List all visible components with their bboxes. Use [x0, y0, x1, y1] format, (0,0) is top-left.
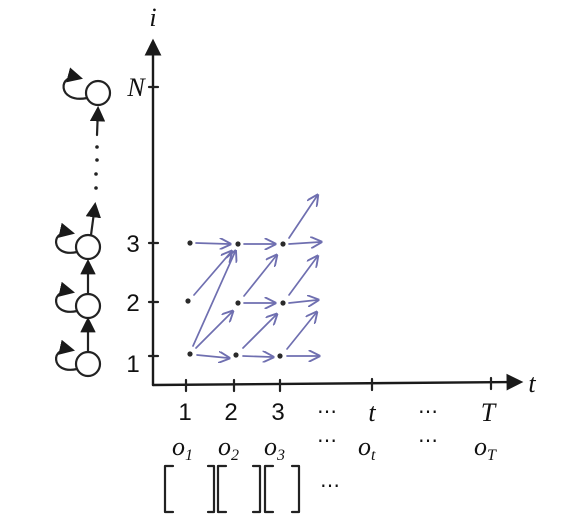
- state-label-1: 1: [126, 351, 139, 378]
- time-label-1: 1: [178, 399, 191, 426]
- self-loop-2: [55, 281, 79, 313]
- transition-arrow: [195, 243, 229, 244]
- self-loop-3: [55, 222, 79, 254]
- vector-ellipsis: ⋯: [320, 475, 340, 497]
- state-label-2: 2: [126, 290, 139, 317]
- time-label-ellipsis-2: ⋯: [418, 401, 438, 423]
- obs-label-t: ot: [358, 432, 376, 464]
- horizontal-axis-label: t: [528, 369, 536, 398]
- trellis-node-t2-s2: [235, 300, 241, 306]
- chain-dot: [95, 158, 99, 162]
- chain-dot: [95, 145, 99, 149]
- time-label-ellipsis-1: ⋯: [317, 401, 337, 423]
- horizontal-axis: [151, 373, 524, 391]
- trellis-nodes: [185, 240, 286, 359]
- trellis-node-t3-s2: [280, 300, 286, 306]
- time-label-t: t: [368, 398, 376, 427]
- trellis-node-t3-s1: [277, 353, 283, 359]
- chain-state-N: [84, 79, 112, 107]
- transition-arrow: [288, 242, 320, 244]
- obs-label-2: o2: [218, 432, 239, 464]
- chain-arrow-to-N: [89, 105, 106, 137]
- trellis-node-t3-s3: [280, 241, 286, 247]
- transition-arrow: [192, 252, 235, 347]
- transition-arrow: [242, 356, 272, 357]
- chain-state-3: [74, 233, 102, 261]
- obs-label-ellipsis-2: ⋯: [418, 430, 438, 452]
- state-label-N: N: [126, 73, 146, 102]
- obs-label-1: o1: [172, 432, 193, 464]
- transition-arrow: [288, 300, 317, 303]
- time-label-2: 2: [224, 399, 237, 426]
- self-loop-1: [55, 339, 79, 371]
- bracket-2: [216, 464, 262, 514]
- transition-arrow: [243, 256, 276, 297]
- transition-arrow: [242, 315, 276, 349]
- obs-label-ellipsis-1: ⋯: [317, 430, 337, 452]
- transition-arrow: [286, 313, 316, 350]
- trellis-transitions: [192, 196, 320, 358]
- state-chain: [55, 67, 112, 378]
- time-label-T: T: [481, 398, 497, 427]
- bracket-3: [263, 464, 301, 514]
- trellis-node-t1-s2: [185, 298, 191, 304]
- trellis-node-t2-s3: [235, 241, 241, 247]
- trellis-node-t1-s3: [187, 240, 193, 246]
- transition-arrow: [195, 312, 232, 349]
- self-loop-N: [62, 67, 89, 100]
- obs-label-3: o3: [264, 432, 285, 464]
- chain-dot: [94, 172, 98, 176]
- bracket-1: [163, 464, 216, 514]
- obs-label-T: oT: [474, 432, 497, 464]
- transition-arrow: [288, 196, 317, 239]
- transition-arrow: [196, 355, 228, 358]
- transition-arrow: [193, 252, 231, 296]
- chain-state-2: [74, 292, 102, 320]
- transition-arrow: [288, 257, 317, 296]
- chain-state-1: [74, 350, 102, 378]
- trellis-node-t1-s1: [187, 351, 193, 357]
- state-label-3: 3: [126, 231, 139, 258]
- chain-arrow-3-up: [85, 201, 102, 237]
- chain-dot: [94, 186, 98, 190]
- trellis-node-t2-s1: [233, 352, 239, 358]
- observation-vector-brackets: [163, 464, 301, 514]
- time-label-3: 3: [271, 399, 284, 426]
- vertical-axis-label: i: [149, 3, 156, 32]
